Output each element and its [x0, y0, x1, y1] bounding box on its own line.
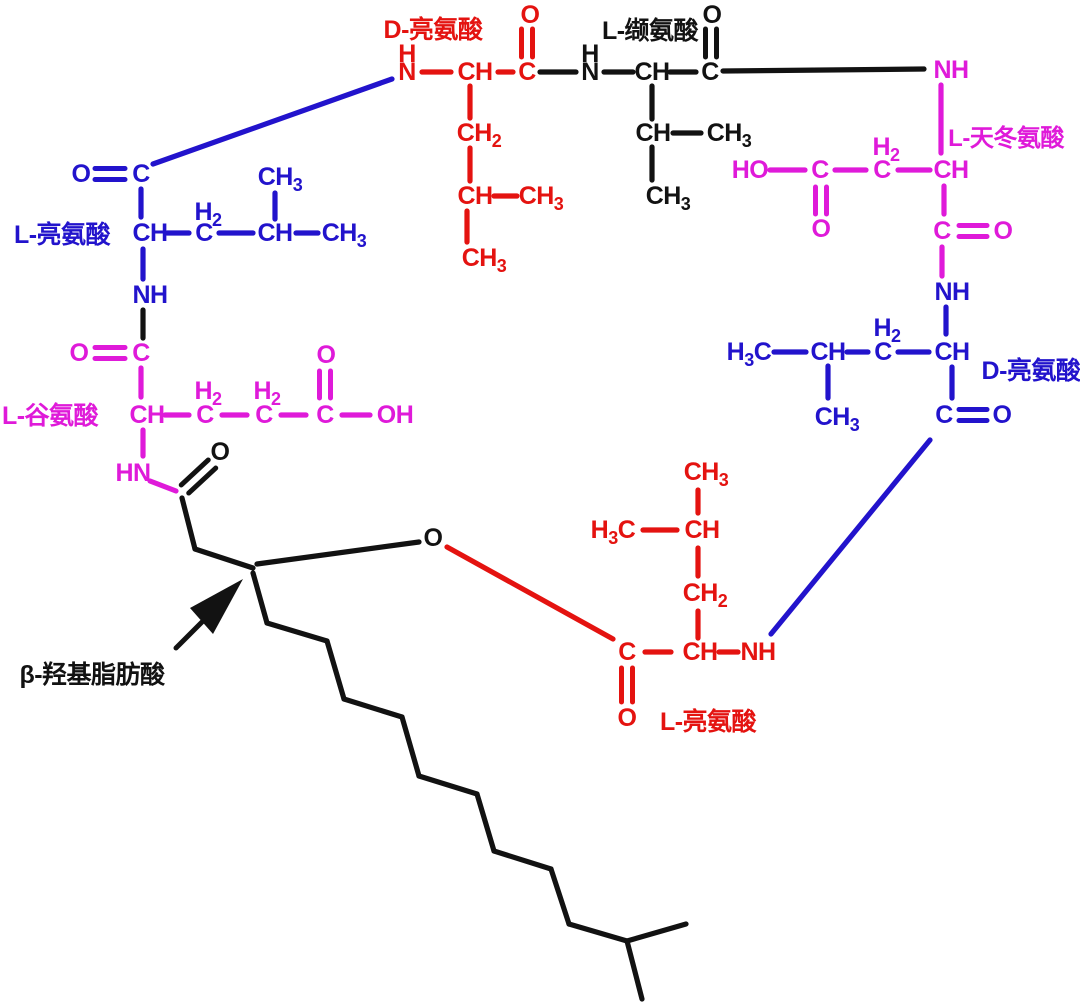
atom-label: CH: [457, 182, 492, 210]
atom-label: CH: [257, 219, 292, 247]
atom-label: C: [701, 58, 719, 86]
atom-label: C: [316, 401, 334, 429]
atom-label: CH3: [684, 458, 729, 490]
atom-label: C: [195, 219, 213, 247]
atom-label: O: [72, 160, 91, 188]
atom-label: C: [618, 638, 636, 666]
atom-label: CH: [635, 119, 670, 147]
atom-label: CH3: [258, 163, 303, 195]
atom-label: N: [398, 58, 416, 86]
atom-label: H2: [873, 314, 901, 346]
bond-single: [399, 714, 422, 779]
bond-single: [264, 620, 330, 644]
atom-label: CH3: [646, 182, 691, 214]
atom-label: O: [424, 524, 443, 552]
bond-double: [186, 465, 219, 496]
atom-label: CH3: [519, 182, 564, 214]
bond-single: [474, 791, 497, 854]
bond-single: [624, 938, 645, 1002]
amino-acid-label: β-羟基脂肪酸: [19, 660, 166, 689]
atom-label: NH: [934, 278, 969, 306]
atom-label: H3C: [727, 338, 772, 370]
atom-label: O: [618, 704, 637, 732]
atom-label: H2: [194, 377, 222, 409]
atom-label: C: [196, 401, 214, 429]
bond-single: [324, 638, 347, 702]
atom-label: HO: [732, 156, 769, 184]
atom-label: NH: [933, 56, 968, 84]
atom-label: O: [70, 339, 89, 367]
bond-single: [491, 848, 554, 872]
atom-label: H2: [194, 198, 222, 230]
bond-single: [720, 66, 927, 74]
atom-label: CH: [132, 219, 167, 247]
atom-label: O: [211, 438, 230, 466]
atom-label: OH: [377, 401, 414, 429]
atom-label: C: [132, 339, 150, 367]
amino-acid-label: D-亮氨酸: [384, 15, 484, 44]
atom-label: NH: [132, 281, 167, 309]
atom-label: CH: [934, 338, 969, 366]
amino-acid-label: L-亮氨酸: [14, 220, 112, 249]
atom-label: CH: [810, 338, 845, 366]
atom-label: CH3: [462, 244, 507, 276]
atom-label: C: [933, 217, 951, 245]
atom-label: CH3: [815, 403, 860, 435]
atom-label: N: [581, 58, 599, 86]
bond-single: [147, 478, 179, 494]
atom-label: C: [811, 156, 829, 184]
atom-label: CH: [634, 58, 669, 86]
atom-label: HN: [115, 459, 150, 487]
bond-double: [178, 457, 211, 488]
atom-label: CH3: [707, 119, 752, 151]
bond-single: [548, 866, 572, 927]
amino-acid-label: L-谷氨酸: [2, 401, 100, 430]
atom-label: O: [993, 401, 1012, 429]
bond-single: [566, 921, 630, 944]
atom-label: CH: [682, 638, 717, 666]
atom-label: C: [873, 156, 891, 184]
atom-label: H: [581, 40, 599, 68]
atom-label: O: [317, 341, 336, 369]
atom-label: O: [994, 217, 1013, 245]
bond-single: [179, 495, 198, 552]
atom-label: H3C: [591, 516, 636, 548]
atom-label: C: [255, 401, 273, 429]
atom-label: CH: [933, 156, 968, 184]
atom-label: O: [703, 1, 722, 29]
atom-label: C: [132, 160, 150, 188]
bond-single: [192, 546, 256, 571]
atom-label: O: [521, 1, 540, 29]
atom-label: C: [518, 58, 536, 86]
atom-label: CH: [684, 516, 719, 544]
atom-label: H2: [253, 377, 281, 409]
atom-label: NH: [740, 638, 775, 666]
bond-single: [768, 437, 933, 637]
atom-label: CH: [457, 58, 492, 86]
amino-acid-label: L-亮氨酸: [660, 707, 758, 736]
bond-single: [341, 696, 405, 720]
amino-acid-label: L-缬氨酸: [602, 16, 700, 45]
bond-single: [624, 921, 689, 944]
atom-label: CH: [129, 401, 164, 429]
bond-single: [150, 76, 395, 167]
atom-label: O: [812, 215, 831, 243]
atom-label: CH2: [457, 119, 502, 151]
atom-label: C: [874, 338, 892, 366]
atom-label: C: [935, 401, 953, 429]
atom-label: H2: [872, 133, 900, 165]
bond-single: [254, 539, 422, 567]
bond-single: [416, 773, 480, 797]
bond-single: [444, 544, 616, 642]
arrow-head: [190, 579, 243, 634]
amino-acid-label: L-天冬氨酸: [948, 124, 1065, 152]
atom-label: CH3: [322, 219, 367, 251]
atom-label: CH2: [683, 579, 728, 611]
atom-label: H: [398, 40, 416, 68]
amino-acid-label: D-亮氨酸: [982, 356, 1080, 385]
bond-single: [250, 570, 270, 626]
